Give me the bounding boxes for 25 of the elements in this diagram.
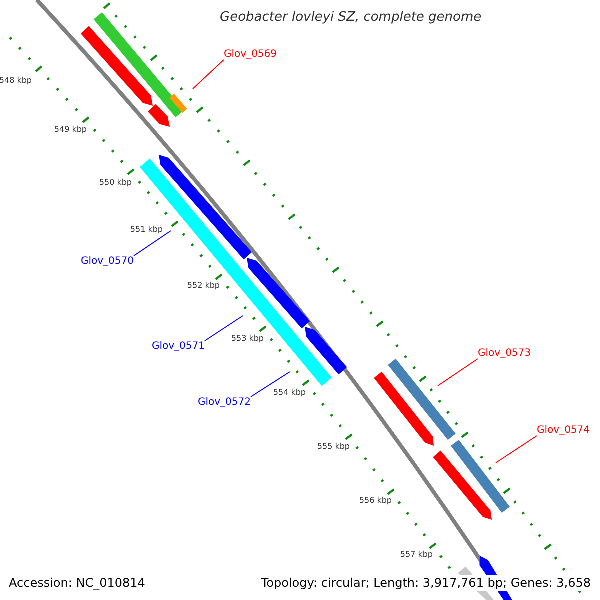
scale-label: 548 kbp (0, 76, 32, 85)
leader-line (496, 436, 538, 464)
leader-line (438, 358, 478, 386)
scale-label: 557 kbp (400, 550, 433, 559)
leader-line (204, 316, 244, 342)
map-info: Accession: NC_010814 (7, 575, 148, 591)
map-info: Topology: circular; Length: 3,917,761 bp; Genes: 3,658 (259, 575, 593, 591)
scale-label: 550 kbp (99, 178, 132, 187)
leader-line (192, 60, 224, 90)
scale-label: 552 kbp (187, 281, 220, 290)
leader-line (250, 372, 290, 398)
scale-label: 553 kbp (231, 334, 264, 343)
leader-line (134, 230, 172, 256)
map-title: Geobacter lovleyi SZ, complete genome (220, 10, 482, 25)
gene-label: Glov_0573 (478, 348, 532, 359)
gene-label: Glov_0574 (537, 425, 590, 436)
scale-label: 554 kbp (273, 388, 306, 397)
scale-label: 551 kbp (130, 225, 163, 234)
gene-label: Glov_0572 (198, 397, 251, 408)
scale-label: 555 kbp (317, 442, 350, 451)
gene-label: Glov_0571 (152, 341, 205, 352)
scale-label: 549 kbp (54, 125, 87, 134)
gene-label: Glov_0570 (80, 256, 134, 267)
scale-label: 556 kbp (359, 496, 392, 505)
gene-label: Glov_0569 (224, 49, 278, 60)
